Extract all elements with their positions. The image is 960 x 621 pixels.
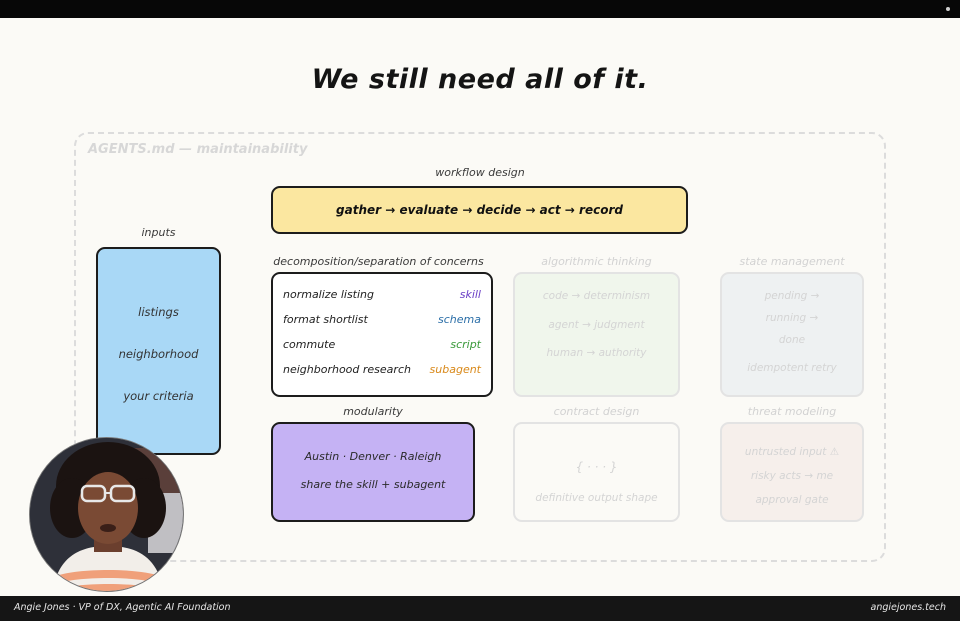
decomposition-row: format shortlist schema bbox=[283, 313, 481, 329]
state-box: pending → running → done idempotent retr… bbox=[720, 272, 864, 397]
algorithmic-line: agent → judgment bbox=[548, 319, 645, 331]
decomposition-label: decomposition/separation of concerns bbox=[273, 255, 484, 268]
inputs-label: inputs bbox=[141, 226, 176, 239]
inputs-box: listings neighborhood your criteria bbox=[96, 247, 221, 455]
modularity-label: modularity bbox=[343, 405, 403, 418]
workflow-text: gather → evaluate → decide → act → recor… bbox=[336, 203, 623, 217]
decomposition-row: normalize listing skill bbox=[283, 288, 481, 304]
decomposition-item: format shortlist bbox=[283, 313, 368, 326]
threat-line: approval gate bbox=[755, 494, 829, 506]
slide-title: We still need all of it. bbox=[311, 64, 649, 95]
threat-line: risky acts → me bbox=[750, 470, 834, 482]
algorithmic-line: human → authority bbox=[546, 347, 647, 359]
decomposition-box: normalize listing skill format shortlist… bbox=[271, 272, 493, 397]
video-top-bar bbox=[0, 0, 960, 18]
decomposition-row: commute script bbox=[283, 338, 481, 354]
threat-line: untrusted input ⚠ bbox=[744, 446, 840, 458]
decomposition-item: neighborhood research bbox=[283, 363, 411, 376]
decomposition-item: commute bbox=[283, 338, 336, 351]
footer-bar: Angie Jones · VP of DX, Agentic AI Found… bbox=[0, 596, 960, 621]
contract-line: definitive output shape bbox=[535, 492, 658, 504]
input-item: listings bbox=[138, 305, 179, 319]
state-line: running → bbox=[765, 312, 819, 324]
contract-line: { · · · } bbox=[575, 460, 618, 474]
state-line: pending → bbox=[764, 290, 820, 302]
decomposition-item: normalize listing bbox=[283, 288, 374, 301]
decomposition-tag: script bbox=[450, 338, 481, 351]
algorithmic-box: code → determinism agent → judgment huma… bbox=[513, 272, 680, 397]
modularity-box: Austin · Denver · Raleigh share the skil… bbox=[271, 422, 475, 522]
frame-label: AGENTS.md — maintainability bbox=[88, 142, 308, 157]
algorithmic-label: algorithmic thinking bbox=[541, 255, 652, 268]
decomposition-row: neighborhood research subagent bbox=[283, 363, 481, 379]
site-caption: angiejones.tech bbox=[870, 602, 946, 613]
state-label: state management bbox=[739, 255, 845, 268]
speaker-webcam bbox=[29, 437, 184, 592]
state-line: idempotent retry bbox=[747, 362, 837, 374]
contract-label: contract design bbox=[553, 405, 640, 418]
menu-dot-icon[interactable] bbox=[946, 7, 950, 11]
algorithmic-line: code → determinism bbox=[542, 290, 651, 302]
threat-box: untrusted input ⚠ risky acts → me approv… bbox=[720, 422, 864, 522]
contract-box: { · · · } definitive output shape bbox=[513, 422, 680, 522]
agents-md-frame bbox=[74, 132, 886, 562]
speaker-avatar-icon bbox=[30, 438, 183, 591]
modularity-line: Austin · Denver · Raleigh bbox=[304, 450, 442, 463]
decomposition-tag: schema bbox=[438, 313, 481, 326]
threat-label: threat modeling bbox=[747, 405, 837, 418]
speaker-caption: Angie Jones · VP of DX, Agentic AI Found… bbox=[14, 602, 231, 613]
workflow-box: gather → evaluate → decide → act → recor… bbox=[271, 186, 688, 234]
decomposition-tag: skill bbox=[459, 288, 481, 301]
input-item: your criteria bbox=[123, 389, 194, 403]
input-item: neighborhood bbox=[118, 347, 199, 361]
state-line: done bbox=[778, 334, 806, 346]
workflow-label: workflow design bbox=[435, 166, 525, 179]
modularity-line: share the skill + subagent bbox=[300, 478, 446, 491]
decomposition-tag: subagent bbox=[429, 363, 481, 376]
